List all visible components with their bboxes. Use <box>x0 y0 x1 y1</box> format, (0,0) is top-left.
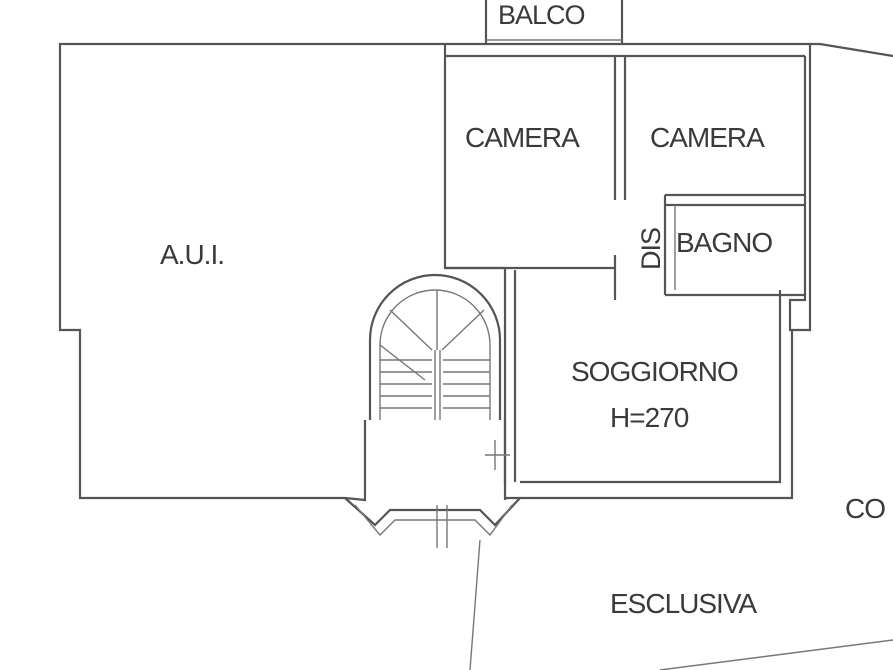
exterior-lines <box>469 539 893 670</box>
label-esclusiva: ESCLUSIVA <box>610 588 757 619</box>
staircase <box>344 273 507 502</box>
interior-walls <box>445 56 805 300</box>
label-co: CO <box>845 493 885 524</box>
label-dis: DIS <box>636 228 666 270</box>
label-camera-right: CAMERA <box>650 122 765 153</box>
label-camera-left: CAMERA <box>465 122 580 153</box>
balcony <box>484 0 624 44</box>
entrance-bay <box>344 440 521 548</box>
label-bagno: BAGNO <box>676 227 772 258</box>
label-soggiorno: SOGGIORNO <box>571 356 738 387</box>
label-height: H=270 <box>610 402 689 433</box>
aui-area <box>58 42 445 500</box>
label-aui: A.U.I. <box>160 239 224 270</box>
label-balcony: BALCO <box>498 0 585 30</box>
